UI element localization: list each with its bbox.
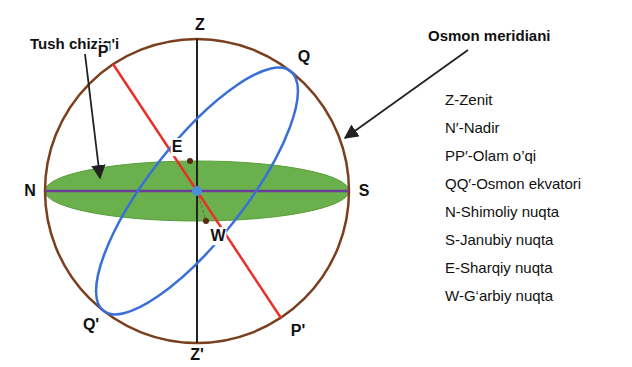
point-label: W [209,227,226,245]
celestial-meridian [45,39,349,343]
celestial-equator [66,42,329,341]
key-entry: S-Janubiy nuqta [445,232,553,249]
point-label: S [358,182,371,200]
key-entry: Z-Zenit [445,92,493,109]
west-point [203,218,209,224]
callout-label: Osmon meridiani [428,28,551,45]
key-entry: W-G‘arbiy nuqta [445,288,553,305]
leader-arrow [85,54,100,178]
key-entry: QQ′-Osmon ekvatori [445,176,581,193]
point-label: P' [290,322,306,340]
key-entry: E-Sharqiy nuqta [445,260,553,277]
key-entry: PP′-Olam o’qi [445,148,536,165]
east-point [187,158,193,164]
point-label: P [97,43,110,61]
point-label: Z' [189,346,205,364]
point-label: E [171,138,184,156]
point-label: Q' [82,316,100,334]
key-entry: N-Shimoliy nuqta [445,204,559,221]
key-entry: N′-Nadir [445,120,500,137]
point-label: N [23,182,37,200]
point-label: Q [297,48,311,66]
center-dot [192,186,202,196]
point-label: Z [194,16,206,34]
